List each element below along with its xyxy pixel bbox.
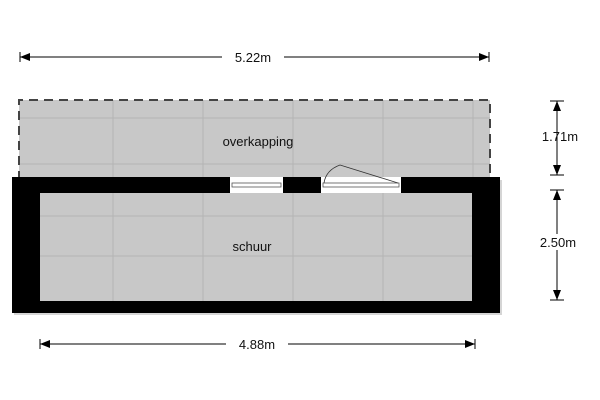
room-schuur: schuur [12,164,502,315]
shed-floor [40,193,472,301]
window [230,177,283,193]
door-swing-arc [323,164,341,184]
door [321,164,401,193]
room-label-schuur: schuur [232,239,272,254]
dimension-label-bottom: 4.88m [239,337,275,352]
dimension-label-shed-depth: 2.50m [540,235,576,250]
dimension-covered-depth: 1.71m [542,100,578,176]
dimension-shed-depth: 2.50m [530,189,588,301]
room-overkapping: overkapping [18,99,491,180]
roof-outline-dashed [18,99,491,180]
dimension-top-width: 5.22m [19,49,490,65]
room-label-overkapping: overkapping [223,134,294,149]
dimension-label-covered-depth: 1.71m [542,129,578,144]
floor-grid [19,100,490,180]
dimension-label-top: 5.22m [235,50,271,65]
dimension-bottom-width: 4.88m [39,336,476,352]
